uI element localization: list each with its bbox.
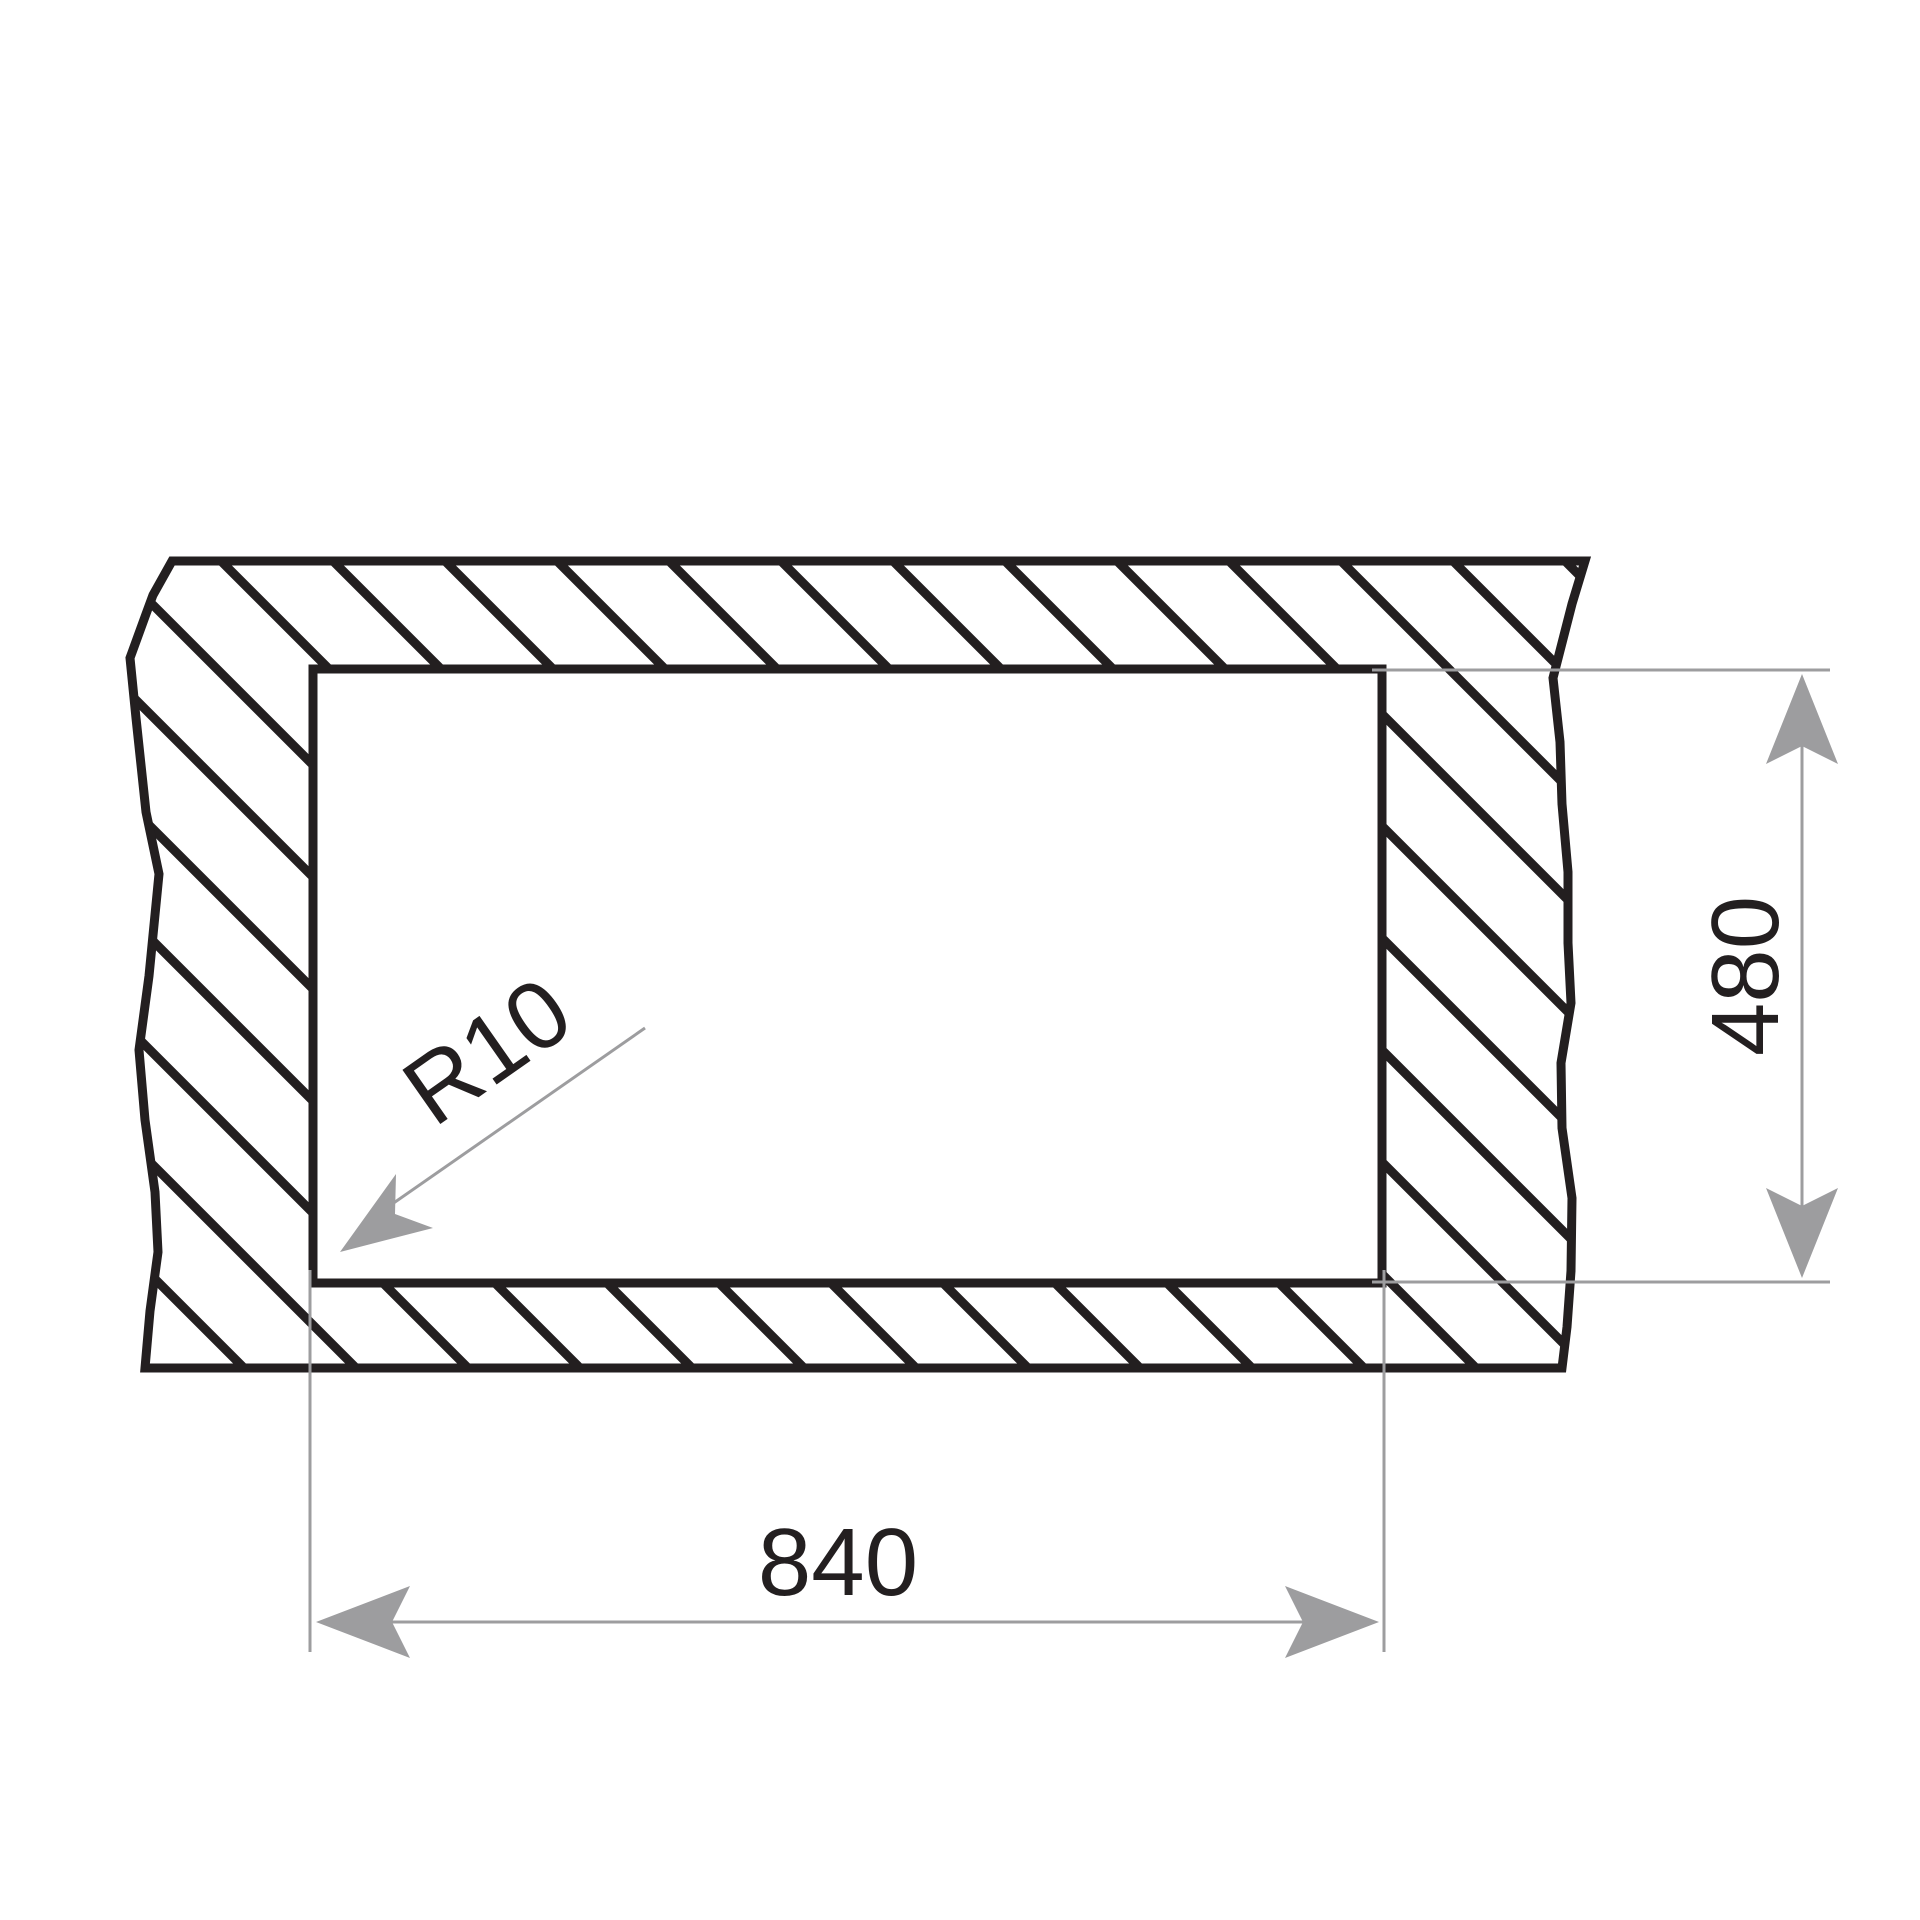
radius-dimension: R10 [340,957,646,1252]
width-arrow-right [1285,1586,1379,1658]
radius-arrow [340,1174,433,1252]
countertop-hatching [130,561,1585,1368]
radius-label: R10 [385,957,591,1146]
radius-leader-line [374,1026,646,1218]
height-arrow-bottom [1766,1188,1838,1278]
sink-cutout [308,664,1387,1288]
countertop-outline [125,556,1592,1373]
height-arrow-top [1766,674,1838,764]
width-arrow-left [316,1586,410,1658]
width-label: 840 [758,1509,918,1616]
height-dimension: 480 [1372,668,1838,1284]
height-label: 480 [1692,896,1799,1056]
width-dimension: 840 [308,1270,1386,1658]
